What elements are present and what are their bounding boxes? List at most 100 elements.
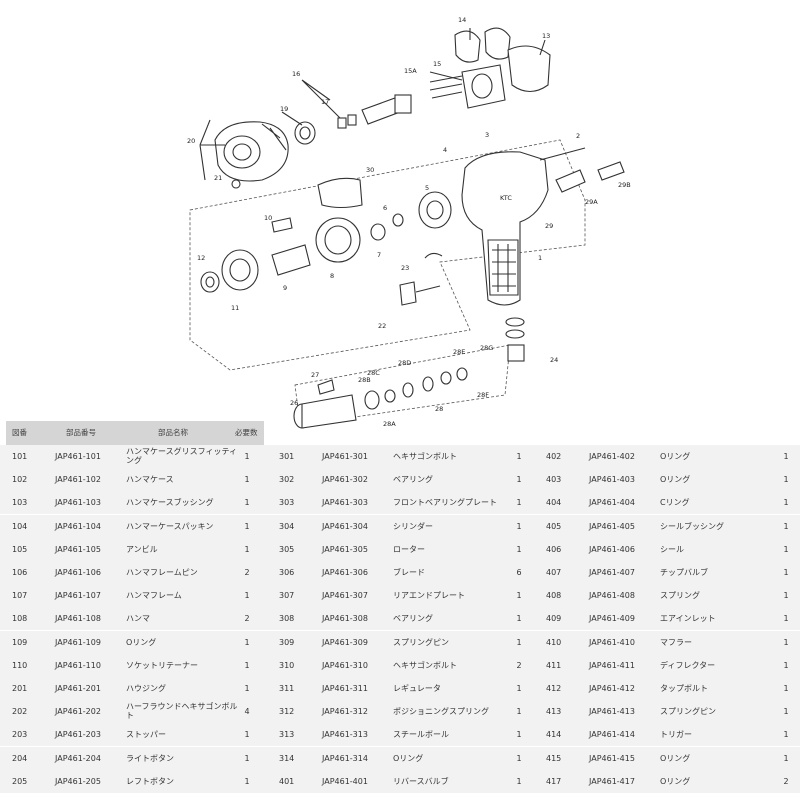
part-name-cell: レフトボタン xyxy=(126,776,174,786)
fig-number-cell: 402 xyxy=(546,452,562,461)
group-boundary xyxy=(189,139,586,371)
quantity-cell: 1 xyxy=(244,521,250,531)
quantity-cell: 1 xyxy=(516,614,522,624)
quantity-cell: 1 xyxy=(516,544,522,554)
part-name-cell: ヘキサゴンボルト xyxy=(393,660,457,670)
header-part-number: 部品番号 xyxy=(66,428,96,437)
part-name-cell: シールブッシング xyxy=(660,521,724,531)
cylinder-part xyxy=(315,213,404,263)
callout: 29 xyxy=(545,222,553,230)
quantity-cell: 1 xyxy=(783,568,789,577)
part-number-cell: JAP461-309 xyxy=(322,637,368,647)
fig-number-cell: 303 xyxy=(279,498,295,508)
fig-number-cell: 310 xyxy=(279,660,295,670)
svg-text:KTC: KTC xyxy=(500,194,512,202)
part-name-cell: シール xyxy=(660,544,684,554)
quantity-cell: 1 xyxy=(516,521,522,531)
part-name-cell: レギュレータ xyxy=(393,684,441,693)
part-name-cell: トリガー xyxy=(660,730,692,740)
callout: 16 xyxy=(292,70,300,78)
part-number-cell: JAP461-307 xyxy=(322,591,368,601)
part-number-cell: JAP461-109 xyxy=(55,637,101,647)
part-name-cell: ハンマーケースパッキン xyxy=(126,521,214,531)
header-part-name: 部品名称 xyxy=(158,428,188,437)
part-name-cell: リバースバルブ xyxy=(393,776,449,786)
quantity-cell: 1 xyxy=(244,684,250,693)
callout: 30 xyxy=(366,166,374,174)
quantity-cell: 1 xyxy=(244,452,250,461)
fig-number-cell: 304 xyxy=(279,521,295,531)
callout: 28D xyxy=(398,359,411,367)
front-plate-part xyxy=(418,191,452,229)
callout: 10 xyxy=(264,214,272,222)
header-quantity: 必要数 xyxy=(235,428,258,437)
part-number-cell: JAP461-411 xyxy=(589,660,635,670)
part-name-cell: Oリング xyxy=(393,753,424,763)
part-number-cell: JAP461-306 xyxy=(322,568,368,577)
part-number-cell: JAP461-413 xyxy=(589,707,635,717)
fig-number-cell: 103 xyxy=(12,498,28,508)
callout: 28F xyxy=(477,391,489,399)
part-number-cell: JAP461-409 xyxy=(589,614,635,624)
fig-number-cell: 104 xyxy=(12,521,28,531)
diagram-svg: KTC 1 2 3 4 5 6 7 8 9 10 xyxy=(187,16,631,429)
callout: 24 xyxy=(550,356,558,364)
callout: 28B xyxy=(358,376,371,384)
quantity-cell: 1 xyxy=(516,637,522,647)
callout: 20 xyxy=(187,137,195,145)
part-number-cell: JAP461-107 xyxy=(55,591,101,601)
part-number-cell: JAP461-303 xyxy=(322,498,368,508)
fig-number-cell: 309 xyxy=(279,637,295,647)
fig-number-cell: 205 xyxy=(12,776,28,786)
fig-number-cell: 314 xyxy=(279,753,295,763)
fig-number-cell: 102 xyxy=(12,475,28,485)
callout: 21 xyxy=(214,174,222,182)
quantity-cell: 1 xyxy=(516,730,522,740)
quantity-cell: 1 xyxy=(244,544,250,554)
part-name-cell: シリンダー xyxy=(393,521,433,531)
bushing-part xyxy=(294,121,316,145)
fig-number-cell: 407 xyxy=(546,568,562,577)
part-number-cell: JAP461-301 xyxy=(322,452,368,461)
part-number-cell: JAP461-308 xyxy=(322,614,368,624)
quantity-cell: 1 xyxy=(516,753,522,763)
quantity-cell: 2 xyxy=(516,660,522,670)
callout: 29A xyxy=(585,198,598,206)
fig-number-cell: 101 xyxy=(12,452,28,461)
quantity-cell: 1 xyxy=(244,591,250,601)
fig-number-cell: 305 xyxy=(279,544,295,554)
part-number-cell: JAP461-110 xyxy=(55,660,101,670)
part-number-cell: JAP461-412 xyxy=(589,684,635,693)
hammer-case-part xyxy=(214,121,289,189)
fig-number-cell: 408 xyxy=(546,591,562,601)
part-name-cell: ベアリング xyxy=(393,475,433,485)
fig-number-cell: 106 xyxy=(12,568,28,577)
fig-number-cell: 411 xyxy=(546,660,562,670)
quantity-cell: 1 xyxy=(516,591,522,601)
part-name-cell: ハンマフレームピン xyxy=(126,568,198,577)
part-name-cell: Oリング xyxy=(660,753,691,763)
part-name-cell: Oリング xyxy=(660,475,691,485)
quantity-cell: 2 xyxy=(783,776,789,786)
part-number-cell: JAP461-101 xyxy=(55,452,101,461)
part-name-cell: ハンマケース xyxy=(126,475,174,485)
table-header: 図番 部品番号 部品名称 必要数 xyxy=(6,421,264,445)
fig-number-cell: 105 xyxy=(12,544,28,554)
callout: 13 xyxy=(542,32,550,40)
fig-number-cell: 110 xyxy=(12,660,28,670)
part-number-cell: JAP461-402 xyxy=(589,452,635,461)
reverse-valve-part xyxy=(293,367,468,429)
part-name-cell: Oリング xyxy=(660,452,691,461)
part-name-cell: Cリング xyxy=(660,498,690,508)
part-number-cell: JAP461-310 xyxy=(322,660,368,670)
callout: 27 xyxy=(311,371,319,379)
part-number-cell: JAP461-302 xyxy=(322,475,368,485)
quantity-cell: 1 xyxy=(244,776,250,786)
